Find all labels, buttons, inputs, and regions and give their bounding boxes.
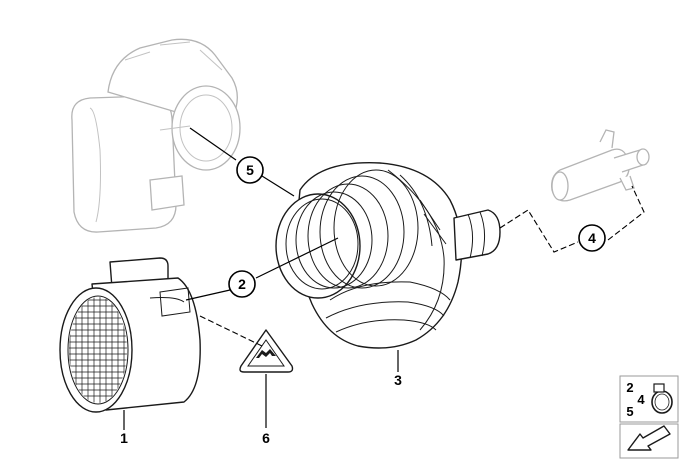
hose-clamp-icon [651,383,673,414]
callout-4: 4 [578,224,606,252]
direction-arrow-box [619,423,679,459]
leader-lines [123,127,645,430]
callout-5: 5 [236,156,264,184]
legend-box: 2 4 5 [619,375,679,423]
callout-4-text: 4 [588,230,596,246]
warning-pictogram-icon [256,349,276,358]
air-mass-meter [59,257,201,413]
legend-row1-number: 2 [626,380,633,395]
vent-valve [551,129,650,202]
label-1: 1 [120,430,128,446]
label-6: 6 [262,430,270,446]
arrow-icon [627,425,671,451]
legend-row2a-number: 5 [626,404,633,419]
legend-row2b-number: 4 [637,392,645,407]
callout-5-text: 5 [246,162,254,178]
callout-2-text: 2 [238,276,246,292]
intake-boot [275,162,501,349]
warning-label-triangle [239,329,294,373]
label-3: 3 [394,372,402,388]
callout-2: 2 [228,270,256,298]
throttle-body-ghost [71,38,241,233]
